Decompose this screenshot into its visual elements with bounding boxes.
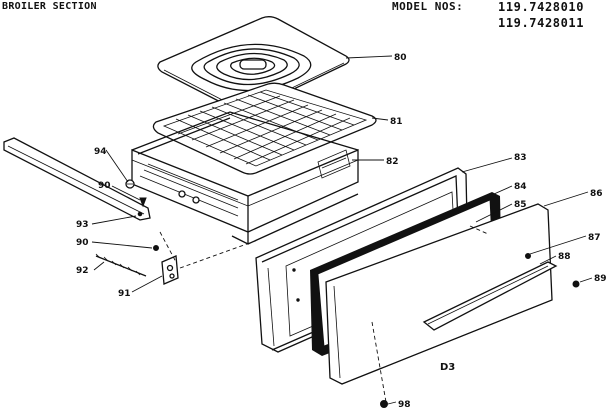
callout-94: 94: [94, 147, 107, 157]
callout-83: 83: [514, 153, 527, 163]
part-92-spring: [95, 253, 147, 277]
callout-80: 80: [394, 53, 407, 63]
callout-87: 87: [588, 233, 601, 243]
callout-92: 92: [76, 266, 89, 276]
model-label: MODEL NOS:: [392, 0, 464, 13]
part-90-screw-upper: [139, 197, 147, 208]
part-82-broiler-drawer: [131, 111, 359, 245]
callout-86: 86: [590, 189, 603, 199]
callout-90-lower: 90: [76, 238, 89, 248]
part-80-broiler-pan-insert: [157, 16, 350, 113]
callout-81: 81: [390, 117, 403, 127]
part-88-door-handle: [422, 261, 558, 331]
part-89-screw: [572, 280, 580, 288]
part-86-door-panel: [325, 203, 553, 385]
section-title: BROILER SECTION: [2, 1, 97, 12]
part-81-broiler-grid: [152, 82, 377, 175]
part-91-bracket: [161, 255, 179, 285]
callout-90-upper: 90: [98, 181, 111, 191]
model-number-2: 119.7428011: [498, 16, 585, 30]
callout-labels: 80 81 82 83 84 85 86 87 88 89 94 90 93 9…: [76, 53, 607, 410]
callout-82: 82: [386, 157, 399, 167]
part-93-slide-rail: [3, 137, 151, 221]
diagram-label: D3: [440, 362, 455, 373]
part-87-handle-stop: [525, 253, 531, 259]
assembly-lines: [159, 225, 489, 403]
callout-91: 91: [118, 289, 131, 299]
callout-85: 85: [514, 200, 527, 210]
part-90-screw-lower: [153, 245, 159, 251]
part-98-screw: [380, 400, 388, 408]
model-number-1: 119.7428010: [498, 0, 585, 14]
leader-lines: [91, 55, 593, 405]
callout-98: 98: [398, 400, 411, 410]
callout-84: 84: [514, 182, 527, 192]
callout-93: 93: [76, 220, 89, 230]
callout-89: 89: [594, 274, 607, 284]
callout-88: 88: [558, 252, 571, 262]
